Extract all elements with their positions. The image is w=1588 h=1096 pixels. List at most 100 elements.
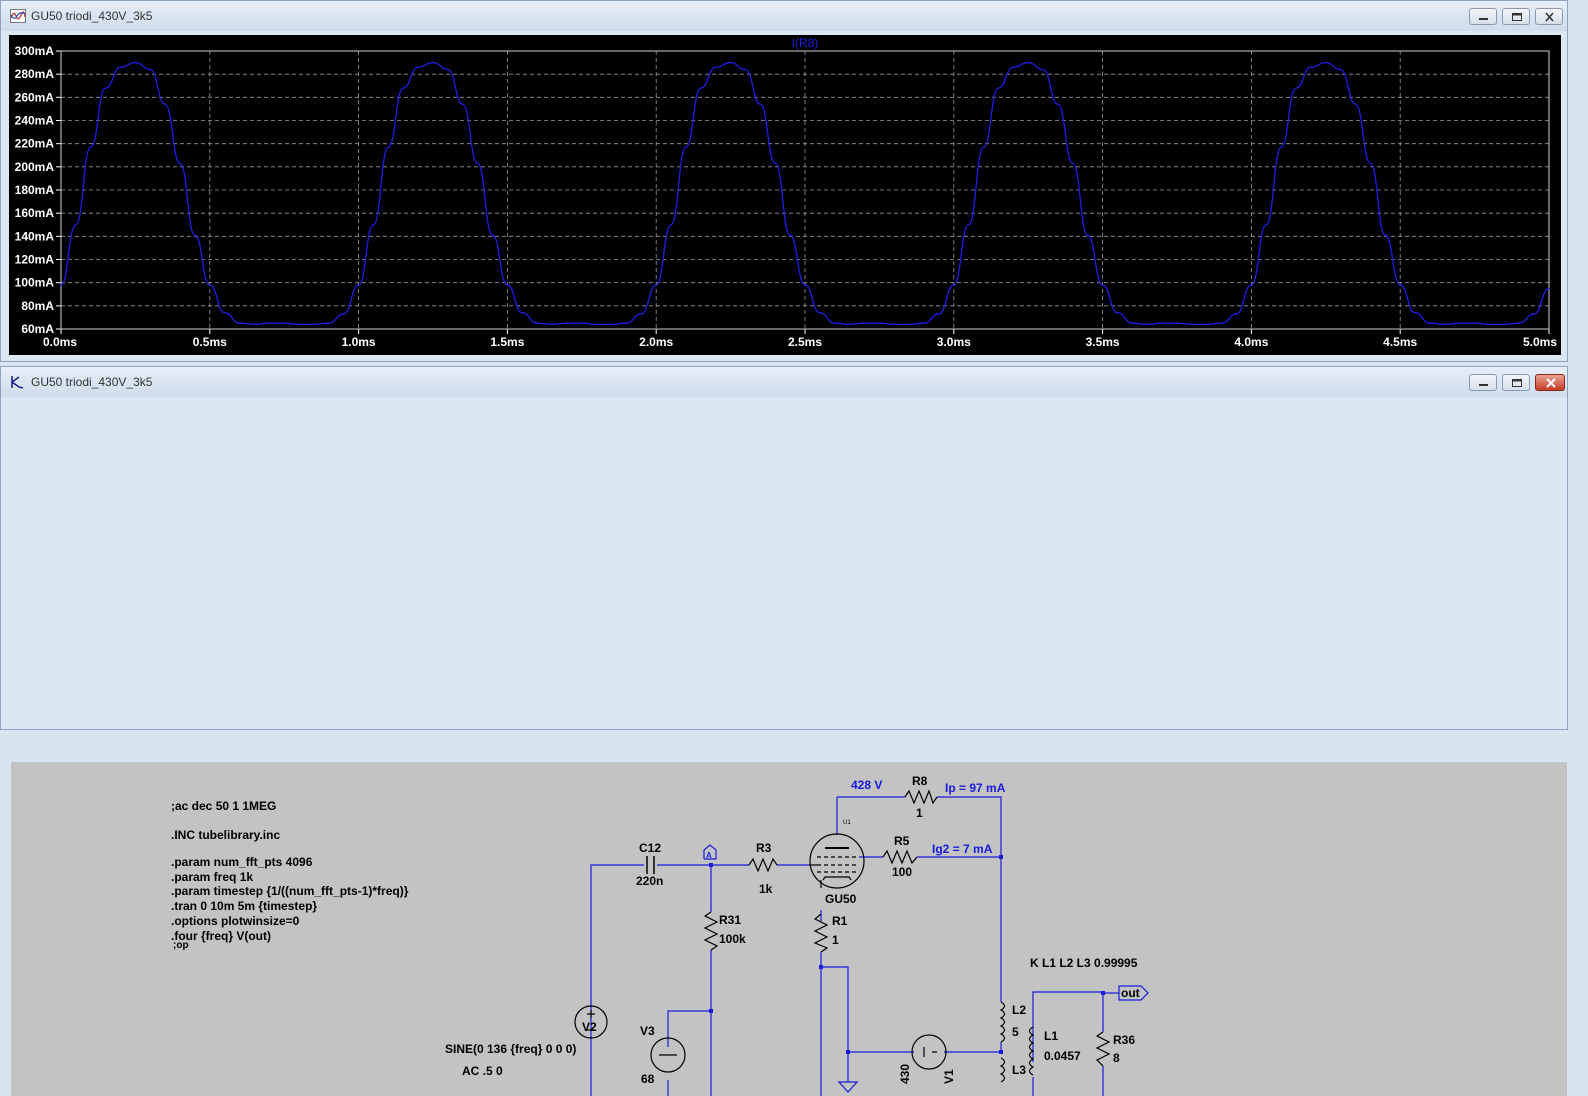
v1-value: 430 — [898, 1064, 912, 1084]
data-point — [1161, 322, 1163, 324]
y-tick-label: 100mA — [15, 276, 55, 290]
x-tick-label: 3.0ms — [937, 335, 971, 349]
data-point — [878, 322, 881, 324]
data-point — [477, 162, 479, 164]
x-tick-label: 5.0ms — [1523, 335, 1557, 349]
close-button[interactable] — [1535, 8, 1563, 25]
r5-label: R5 — [894, 834, 910, 848]
data-point — [1146, 323, 1148, 325]
data-point — [521, 312, 523, 314]
directive-line: .INC tubelibrary.inc — [171, 828, 280, 842]
data-point — [1548, 287, 1550, 290]
data-point — [179, 162, 181, 164]
r5-value: 100 — [892, 865, 912, 879]
data-point — [730, 61, 732, 64]
data-point — [1459, 322, 1461, 324]
data-point — [1087, 234, 1089, 236]
schematic-titlebar[interactable]: GU50 triodi_430V_3k5 — [1, 367, 1567, 397]
y-tick-label: 160mA — [15, 206, 55, 220]
v2-label: V2 — [582, 1020, 597, 1034]
data-point — [387, 146, 389, 148]
data-point — [298, 323, 300, 325]
x-tick-label: 2.5ms — [788, 335, 822, 349]
data-point — [1057, 103, 1059, 105]
schematic-canvas[interactable]: ;ac dec 50 1 1MEG .INC tubelibrary.inc .… — [11, 762, 1567, 1096]
data-point — [1295, 87, 1297, 89]
data-point — [625, 322, 628, 324]
close-button[interactable] — [1535, 374, 1565, 391]
data-point — [447, 68, 449, 71]
data-point — [759, 103, 761, 105]
v2-sine: SINE(0 136 {freq} 0 0 0) — [445, 1042, 576, 1056]
data-point — [1176, 322, 1178, 324]
plot-background — [9, 35, 1561, 355]
minimize-button[interactable] — [1469, 374, 1497, 391]
data-point — [1444, 323, 1446, 325]
schematic-window-title: GU50 triodi_430V_3k5 — [31, 375, 153, 389]
minimize-button[interactable] — [1469, 8, 1497, 25]
data-point — [1384, 234, 1386, 236]
y-tick-label: 260mA — [15, 90, 55, 104]
data-point — [1206, 323, 1208, 325]
maximize-button[interactable] — [1502, 8, 1530, 25]
l1-value: 0.0457 — [1044, 1049, 1081, 1063]
data-point — [655, 284, 657, 286]
y-tick-label: 140mA — [15, 229, 55, 243]
y-tick-label: 120mA — [15, 253, 55, 267]
data-point — [1191, 323, 1193, 325]
data-point — [90, 146, 92, 148]
data-point — [566, 322, 568, 324]
data-point — [1325, 61, 1327, 64]
x-tick-label: 2.0ms — [639, 335, 673, 349]
data-point — [149, 68, 151, 71]
data-point — [1429, 322, 1431, 324]
x-tick-label: 4.0ms — [1234, 335, 1268, 349]
data-point — [491, 234, 494, 236]
data-point — [1012, 66, 1014, 68]
data-point — [372, 224, 375, 226]
r36-value: 8 — [1113, 1051, 1120, 1065]
waveform-icon — [10, 9, 26, 23]
r8-value: 1 — [916, 806, 923, 820]
data-point — [774, 162, 776, 164]
data-point — [536, 322, 538, 324]
data-point — [1503, 323, 1505, 325]
r1-value: 1 — [832, 933, 839, 947]
data-point — [1354, 103, 1357, 105]
x-tick-label: 0.5ms — [193, 335, 227, 349]
r31-value: 100k — [719, 932, 746, 946]
data-point — [134, 61, 136, 64]
y-tick-label: 200mA — [15, 160, 55, 174]
r1-label: R1 — [832, 914, 848, 928]
data-point — [968, 224, 970, 226]
maximize-button[interactable] — [1502, 374, 1530, 391]
plate-current-label: Ip = 97 mA — [945, 781, 1006, 795]
y-tick-label: 220mA — [15, 137, 55, 151]
data-point — [670, 224, 672, 226]
waveform-titlebar[interactable]: GU50 triodi_430V_3k5 — [1, 1, 1567, 31]
l1-label: L1 — [1044, 1029, 1058, 1043]
data-point — [863, 322, 866, 324]
data-point — [402, 87, 404, 89]
y-tick-label: 280mA — [15, 67, 55, 81]
data-point — [268, 322, 270, 324]
data-point — [462, 103, 464, 105]
data-point — [432, 61, 434, 64]
plot-frame — [60, 50, 1550, 330]
data-point — [164, 103, 166, 105]
x-tick-label: 3.5ms — [1086, 335, 1120, 349]
c12-label: C12 — [639, 841, 661, 855]
data-point — [849, 323, 851, 325]
plate-voltage-label: 428 V — [851, 778, 882, 792]
svg-text:A: A — [706, 851, 712, 860]
x-tick-label: 1.0ms — [342, 335, 376, 349]
y-tick-label: 80mA — [21, 299, 54, 313]
r31-label: R31 — [719, 913, 741, 927]
v3-value: 68 — [641, 1072, 655, 1086]
directive-line: .param num_fft_pts 4096 — [171, 855, 313, 869]
directive-line: .options plotwinsize=0 — [171, 914, 300, 928]
data-point — [982, 146, 985, 148]
data-point — [1399, 284, 1401, 286]
